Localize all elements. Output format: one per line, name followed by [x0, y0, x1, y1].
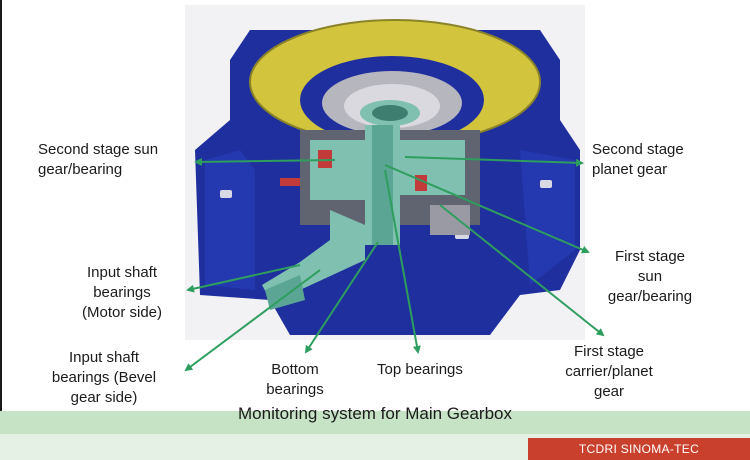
- arrow-input-motor: [186, 264, 301, 293]
- leader-arrows: [184, 156, 605, 372]
- label-first-stage-sun: First stage sun gear/bearing: [607, 248, 693, 305]
- label-second-stage-planet: Second stage planet gear: [592, 141, 684, 178]
- label-input-shaft-bevel: Input shaft bearings (Bevel gear side): [51, 349, 157, 406]
- label-bottom-bearings: Bottom bearings: [266, 361, 324, 398]
- arrow-first-stage-carrier: [439, 204, 605, 337]
- left-border-line: [0, 0, 2, 460]
- gear-cutaway: [262, 125, 480, 310]
- label-input-shaft-motor: Input shaft bearings (Motor side): [81, 264, 163, 321]
- top-ring-flange: [249, 19, 541, 145]
- label-first-stage-carrier: First stage carrier/planet gear: [565, 343, 653, 400]
- arrow-second-stage-sun: [194, 157, 336, 166]
- arrow-first-stage-sun: [384, 164, 590, 254]
- arrow-input-bevel: [184, 269, 321, 372]
- slide-caption: Monitoring system for Main Gearbox: [238, 404, 512, 423]
- arrow-bottom-bearings: [304, 241, 379, 354]
- arrow-second-stage-planet: [404, 156, 584, 167]
- label-second-stage-sun: Second stage sun gear/bearing: [38, 141, 159, 178]
- arrow-top-bearings: [384, 169, 421, 354]
- caption-band: [0, 411, 750, 434]
- brand-badge: TCDRI SINOMA-TEC: [528, 438, 750, 460]
- label-top-bearings: Top bearings: [377, 361, 463, 378]
